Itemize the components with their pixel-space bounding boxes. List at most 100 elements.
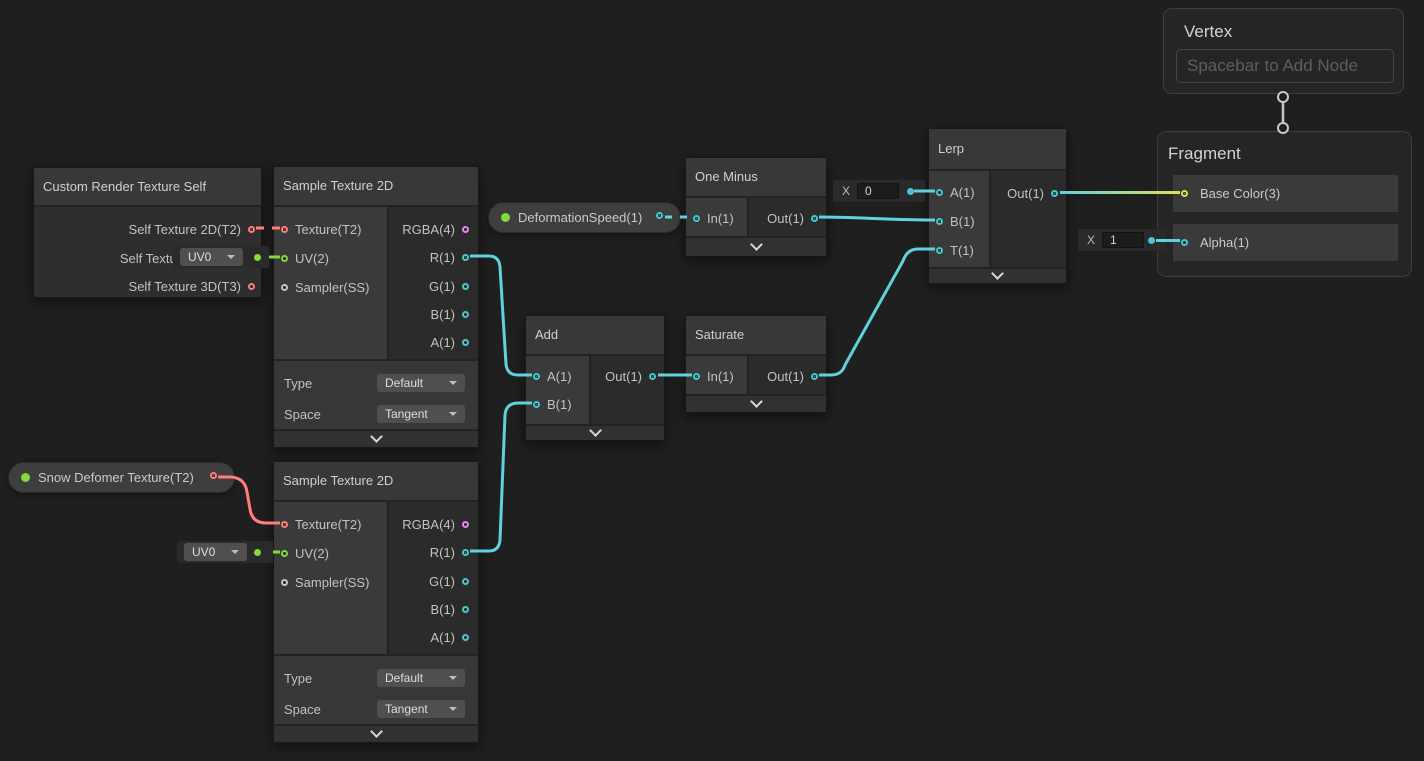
- wire-saturate-to-lerp-t[interactable]: [819, 247, 935, 377]
- port-self-texture-2d-out[interactable]: [248, 225, 255, 233]
- chevron-down-icon: [449, 412, 457, 416]
- port-a-out[interactable]: [462, 338, 469, 346]
- space-dropdown[interactable]: Tangent: [377, 700, 465, 718]
- node-saturate[interactable]: Saturate In(1) Out(1): [685, 315, 827, 413]
- node-settings: Type Default Space Tangent: [274, 359, 478, 431]
- vertex-context-block[interactable]: Vertex Spacebar to Add Node: [1163, 8, 1404, 94]
- port-sampler-in[interactable]: [281, 578, 288, 586]
- port-alpha-in[interactable]: [1181, 239, 1188, 246]
- port-label: Texture(T2): [295, 221, 362, 237]
- wire-r2-to-add-b[interactable]: [470, 401, 532, 553]
- port-deformation-speed-out[interactable]: [656, 212, 663, 219]
- port-out[interactable]: [811, 372, 818, 380]
- port-out[interactable]: [1051, 189, 1058, 197]
- port-sampler-in[interactable]: [281, 283, 288, 291]
- port-label: R(1): [429, 249, 455, 265]
- vertex-title: Vertex: [1184, 22, 1233, 41]
- port-base-color-in[interactable]: [1181, 190, 1188, 197]
- property-label: DeformationSpeed(1): [518, 210, 643, 225]
- property-pill-snow-defomer-texture[interactable]: Snow Defomer Texture(T2): [8, 462, 235, 493]
- collapse-toggle[interactable]: [274, 429, 478, 447]
- port-label: A(1): [430, 629, 455, 645]
- node-settings: Type Default Space Tangent: [274, 654, 478, 726]
- lerp-a-inline-widget[interactable]: X 0: [833, 180, 925, 202]
- space-dropdown[interactable]: Tangent: [377, 405, 465, 423]
- port-b-out[interactable]: [462, 605, 469, 613]
- port-uv-in[interactable]: [281, 254, 288, 262]
- port-label: A(1): [547, 368, 572, 384]
- property-pill-deformation-speed[interactable]: DeformationSpeed(1): [488, 202, 681, 233]
- port-rgba-out[interactable]: [462, 225, 469, 233]
- node-sample-texture-2d-1[interactable]: Sample Texture 2D Texture(T2) UV(2) Samp…: [273, 166, 479, 448]
- vertex-add-node-placeholder[interactable]: Spacebar to Add Node: [1176, 49, 1394, 83]
- type-dropdown[interactable]: Default: [377, 374, 465, 392]
- wire-oneminus-to-lerp-b[interactable]: [818, 215, 936, 222]
- base-color-label: Base Color(3): [1200, 186, 1281, 201]
- node-sample-texture-2d-2[interactable]: Sample Texture 2D Texture(T2) UV(2) Samp…: [273, 461, 479, 743]
- x-label: X: [842, 184, 851, 198]
- collapse-toggle[interactable]: [686, 236, 826, 256]
- port-rgba-out[interactable]: [462, 520, 469, 528]
- collapse-toggle[interactable]: [274, 724, 478, 742]
- alpha-value-field[interactable]: 1: [1102, 232, 1145, 248]
- port-a-in[interactable]: [533, 372, 540, 380]
- port-g-out[interactable]: [462, 577, 469, 585]
- collapse-toggle[interactable]: [929, 267, 1066, 283]
- node-add[interactable]: Add A(1) B(1) Out(1): [525, 315, 665, 441]
- uv-inline-widget-2[interactable]: UV0: [177, 541, 273, 563]
- port-a-out[interactable]: [462, 633, 469, 641]
- port-b-out[interactable]: [462, 310, 469, 318]
- port-label: Texture(T2): [295, 516, 362, 532]
- chevron-down-icon: [231, 550, 239, 554]
- uv-widget-dot[interactable]: [254, 253, 261, 261]
- port-out[interactable]: [811, 214, 818, 222]
- port-r-out[interactable]: [462, 548, 469, 556]
- node-one-minus[interactable]: One Minus In(1) Out(1): [685, 157, 827, 257]
- node-lerp[interactable]: Lerp A(1) B(1) T(1) Out(1): [928, 128, 1067, 284]
- port-r-out[interactable]: [462, 253, 469, 261]
- collapse-toggle[interactable]: [686, 394, 826, 412]
- port-in[interactable]: [693, 214, 700, 222]
- alpha-widget-dot[interactable]: [1148, 236, 1155, 244]
- port-texture-in[interactable]: [281, 225, 288, 233]
- port-a-in[interactable]: [936, 188, 943, 196]
- lerp-a-widget-dot[interactable]: [907, 187, 914, 195]
- port-label: Self Texture 3D(T3): [128, 278, 241, 294]
- node-title: Saturate: [686, 316, 826, 356]
- uv-channel-dropdown[interactable]: UV0: [180, 248, 243, 266]
- port-label: R(1): [429, 544, 455, 560]
- port-label: Sampler(SS): [295, 279, 370, 295]
- port-self-texture-3d-out[interactable]: [248, 282, 255, 290]
- port-texture-in[interactable]: [281, 520, 288, 528]
- uv-inline-widget-1[interactable]: UV0: [173, 246, 269, 268]
- port-in[interactable]: [693, 372, 700, 380]
- lerp-a-value-field[interactable]: 0: [857, 183, 900, 199]
- collapse-toggle[interactable]: [526, 424, 664, 440]
- property-label: Snow Defomer Texture(T2): [38, 470, 194, 485]
- port-out[interactable]: [649, 372, 656, 380]
- port-uv-in[interactable]: [281, 549, 288, 557]
- setting-label: Type: [284, 375, 313, 391]
- type-dropdown[interactable]: Default: [377, 669, 465, 687]
- space-dropdown-value: Tangent: [385, 702, 428, 716]
- port-b-in[interactable]: [936, 217, 943, 225]
- port-b-in[interactable]: [533, 400, 540, 408]
- alpha-inline-widget[interactable]: X 1: [1078, 229, 1166, 251]
- node-title: Add: [526, 316, 664, 356]
- fragment-row-base-color[interactable]: Base Color(3): [1173, 175, 1398, 212]
- fragment-context-block[interactable]: Fragment Base Color(3) Alpha(1): [1157, 131, 1412, 277]
- chevron-down-icon: [227, 255, 235, 259]
- uv-widget-dot[interactable]: [254, 548, 261, 556]
- port-snow-texture-out[interactable]: [210, 472, 217, 479]
- port-label: B(1): [950, 213, 975, 229]
- port-t-in[interactable]: [936, 246, 943, 254]
- chevron-down-icon: [449, 381, 457, 385]
- fragment-row-alpha[interactable]: Alpha(1): [1173, 224, 1398, 261]
- port-label: T(1): [950, 242, 974, 258]
- port-label: Out(1): [1007, 185, 1044, 201]
- node-custom-render-texture-self[interactable]: Custom Render Texture Self Self Texture …: [33, 167, 262, 298]
- wire-r1-to-add-a[interactable]: [470, 254, 532, 377]
- port-g-out[interactable]: [462, 282, 469, 290]
- port-label: B(1): [547, 396, 572, 412]
- uv-channel-dropdown[interactable]: UV0: [184, 543, 247, 561]
